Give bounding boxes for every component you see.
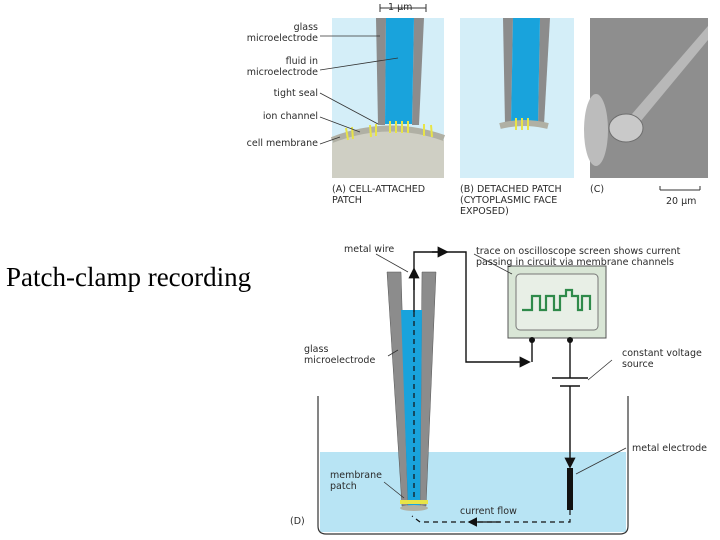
- label-1um: 1 μm: [388, 2, 413, 13]
- label-metal-electrode: metal electrode: [632, 443, 707, 454]
- membrane-patch-base: [400, 505, 428, 511]
- panel-b-glass-right: [538, 18, 550, 125]
- caption-d: (D): [290, 516, 305, 527]
- panel-a-ion-channels: [345, 121, 433, 141]
- scale-bar-1um: [379, 4, 427, 12]
- panel-c-cell: [608, 113, 644, 143]
- label-cell-membrane: cell membrane: [246, 138, 318, 149]
- panel-c-pipette: [632, 26, 708, 122]
- label-trace: trace on oscilloscope screen shows curre…: [476, 246, 681, 268]
- panel-b-glass-left: [503, 18, 513, 125]
- label-fluid: fluid in microelectrode: [246, 56, 318, 78]
- membrane-patch: [400, 500, 428, 504]
- panel-b-fluid: [511, 18, 540, 124]
- panel-a-fluid: [385, 18, 414, 124]
- panel-a-glass-right: [412, 18, 424, 125]
- panel-a-cell: [332, 130, 444, 178]
- current-flow-path: [411, 510, 571, 523]
- label-ion-channel: ion channel: [262, 111, 318, 122]
- metal-electrode: [567, 468, 573, 510]
- label-metal-wire: metal wire: [344, 244, 395, 255]
- label-glass-microelectrode-top: glass microelectrode: [246, 22, 318, 44]
- panel-b-membrane: [499, 120, 549, 129]
- oscilloscope-trace: [522, 288, 592, 312]
- panel-b-ion-channels: [515, 118, 529, 130]
- oscilloscope-screen: [515, 273, 599, 331]
- caption-c: (C): [590, 184, 605, 195]
- top-panels-svg: [319, 4, 708, 191]
- label-voltage-source: constant voltage source: [622, 348, 702, 370]
- beaker: [317, 396, 629, 535]
- bottom-pointer-lines: [375, 253, 627, 499]
- label-tight-seal: tight seal: [273, 88, 318, 99]
- scale-bar-20um: [659, 186, 701, 191]
- label-membrane-patch: membrane patch: [330, 470, 382, 492]
- label-current-flow: current flow: [460, 506, 517, 517]
- caption-a: (A) CELL-ATTACHED PATCH: [332, 184, 426, 206]
- label-glass-microelectrode-bottom: glass microelectrode: [304, 344, 376, 366]
- slide-title: Patch-clamp recording: [6, 262, 252, 292]
- top-pointer-lines: [319, 35, 399, 145]
- panel-c-neighbor-cell: [584, 94, 608, 166]
- panel-a-glass-left: [376, 18, 386, 125]
- label-20um: 20 μm: [666, 196, 697, 207]
- bottom-panel-svg: [317, 246, 629, 535]
- bath-fluid: [320, 452, 626, 532]
- caption-b: (B) DETACHED PATCH (CYTOPLASMIC FACE EXP…: [460, 184, 562, 217]
- electrode-fluid: [401, 310, 422, 506]
